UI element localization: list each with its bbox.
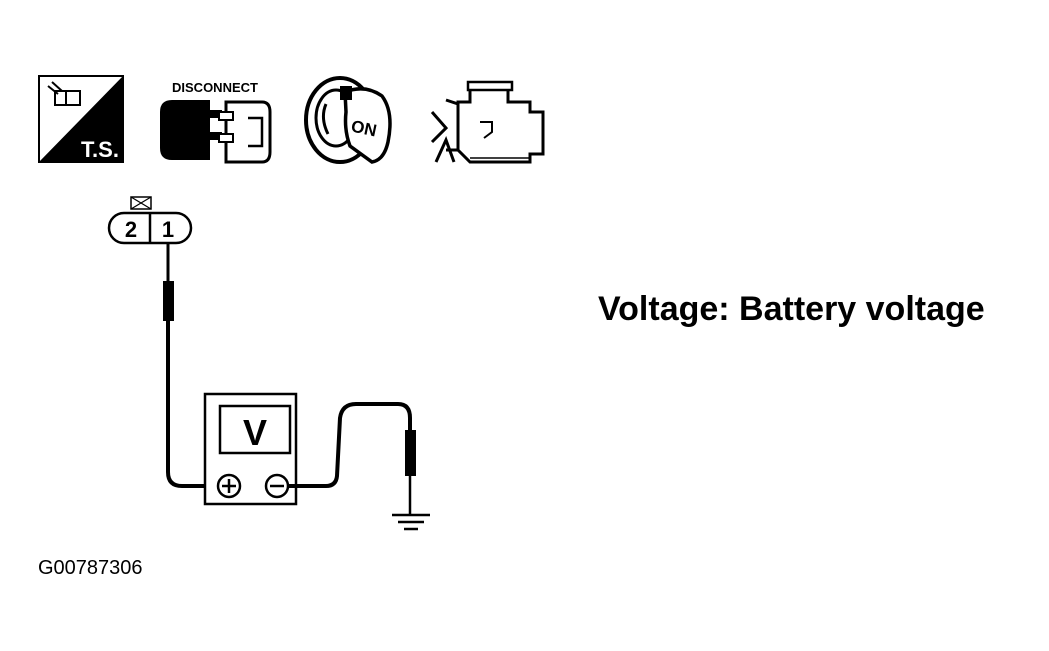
- positive-terminal-icon: [216, 473, 242, 499]
- meter-symbol: V: [243, 412, 267, 453]
- ts-icon: T.S.: [38, 75, 124, 163]
- voltmeter: V: [203, 392, 298, 506]
- negative-probe-lead: [288, 402, 416, 514]
- connector-pin-1: 1: [162, 217, 174, 242]
- negative-terminal-icon: [264, 473, 290, 499]
- ground-icon: [392, 513, 430, 531]
- ignition-label: ON: [349, 117, 378, 141]
- ignition-on-icon: ON: [304, 76, 392, 164]
- positive-probe-lead: [163, 243, 212, 488]
- ts-label: T.S.: [81, 137, 119, 162]
- voltage-spec-caption: Voltage: Battery voltage: [598, 290, 985, 328]
- harness-connector: 2 1: [107, 196, 193, 245]
- disconnect-icon: DISCONNECT: [160, 80, 272, 164]
- engine-icon: [430, 80, 545, 164]
- connector-pin-2: 2: [125, 217, 137, 242]
- disconnect-label: DISCONNECT: [172, 80, 258, 95]
- figure-id: G00787306: [38, 557, 143, 579]
